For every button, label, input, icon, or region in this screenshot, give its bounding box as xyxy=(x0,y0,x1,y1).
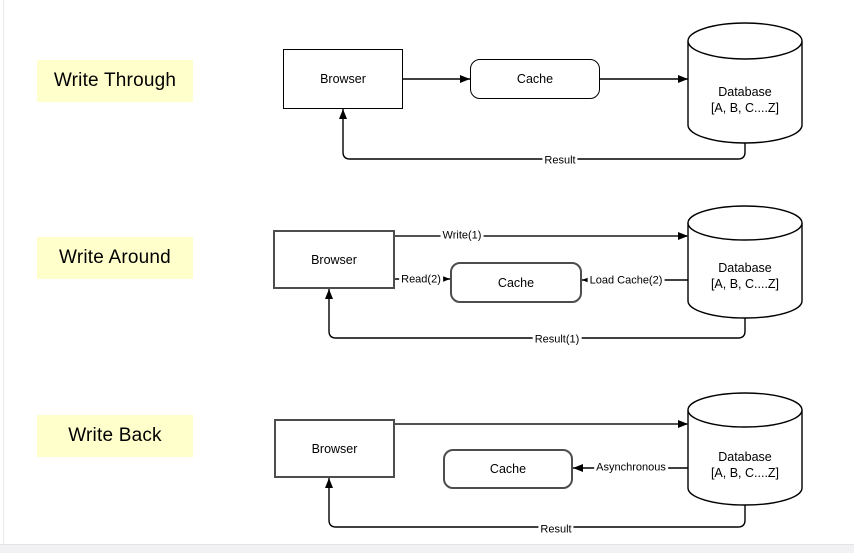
database-title: Database xyxy=(718,450,772,464)
database-cylinder[interactable] xyxy=(687,392,803,506)
left-panel-divider xyxy=(3,0,4,553)
browser-node[interactable]: Browser xyxy=(274,419,395,478)
cache-node-label: Cache xyxy=(497,275,535,290)
database-cylinder[interactable] xyxy=(687,22,803,144)
cache-node[interactable]: Cache xyxy=(443,449,573,489)
database-node-label[interactable]: Database [A, B, C....Z] xyxy=(685,261,805,292)
edge-label-load-cache2[interactable]: Load Cache(2) xyxy=(587,274,665,288)
edge-label-read2[interactable]: Read(2) xyxy=(399,273,443,287)
browser-node-label: Browser xyxy=(311,252,357,267)
arrow-result-database-to-browser xyxy=(325,478,746,528)
database-contents: [A, B, C....Z] xyxy=(710,465,780,480)
edge-label-write1[interactable]: Write(1) xyxy=(440,229,484,243)
database-cylinder[interactable] xyxy=(687,205,803,319)
section-label-write-around[interactable]: Write Around xyxy=(37,237,193,279)
database-node-label[interactable]: Database [A, B, C....Z] xyxy=(685,85,805,116)
browser-node-label: Browser xyxy=(320,72,366,86)
browser-node[interactable]: Browser xyxy=(273,230,395,289)
edge-label-asynchronous[interactable]: Asynchronous xyxy=(594,461,668,475)
database-title: Database xyxy=(718,261,772,275)
database-title: Database xyxy=(718,85,772,99)
browser-node[interactable]: Browser xyxy=(283,49,403,109)
section-label-write-back[interactable]: Write Back xyxy=(37,415,193,457)
cache-node-label: Cache xyxy=(489,462,527,476)
database-contents: [A, B, C....Z] xyxy=(710,100,780,115)
database-node-label[interactable]: Database [A, B, C....Z] xyxy=(685,450,805,481)
database-contents: [A, B, C....Z] xyxy=(710,276,780,291)
bottom-window-edge xyxy=(0,544,854,553)
cache-node[interactable]: Cache xyxy=(470,59,600,99)
section-label-write-through[interactable]: Write Through xyxy=(37,60,193,102)
browser-node-label: Browser xyxy=(311,441,358,456)
cache-node[interactable]: Cache xyxy=(450,262,582,303)
edge-label-result1[interactable]: Result(1) xyxy=(532,333,582,347)
edge-label-result[interactable]: Result xyxy=(542,154,578,168)
arrow-result-database-to-browser xyxy=(339,109,746,160)
cache-node-label: Cache xyxy=(516,72,554,86)
edge-label-result[interactable]: Result xyxy=(538,523,574,537)
